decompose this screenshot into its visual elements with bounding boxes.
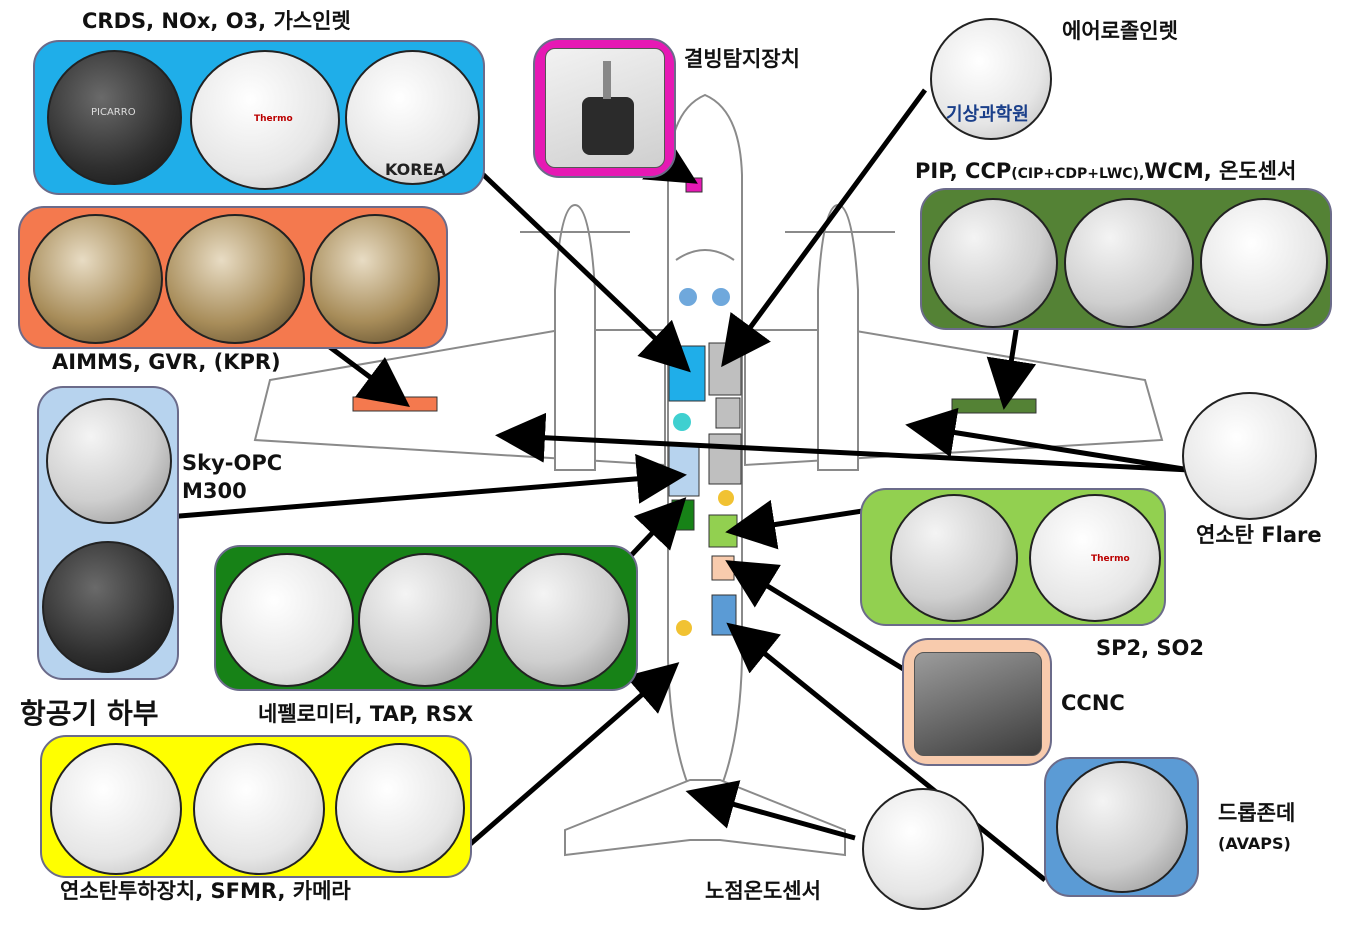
ccnc-photo [914, 652, 1042, 756]
avaps-label: (AVAPS) [1218, 834, 1291, 853]
underside-label: 항공기 하부 [20, 697, 159, 730]
right-wing [744, 329, 1164, 467]
nephelometer-photo [220, 553, 354, 687]
ccp-photo [1064, 198, 1194, 328]
underside-panel [40, 735, 472, 878]
flare-label: 연소탄 Flare [1196, 523, 1322, 547]
skyopc-label-2: M300 [182, 479, 247, 503]
icing-panel [533, 38, 676, 178]
dropsonde-label: 드롭존데 [1218, 801, 1296, 825]
pip-label-b: (CIP+CDP+LWC), [1011, 166, 1145, 182]
wcm-photo [1200, 198, 1328, 326]
korea-text: KOREA [385, 160, 446, 179]
tap-photo [358, 553, 492, 687]
picarro-text: PICARRO [91, 107, 136, 118]
crds-label: CRDS, NOx, O3, 가스인렛 [82, 9, 351, 33]
gvr-photo [165, 214, 305, 344]
tail [564, 779, 846, 857]
aimms-label: AIMMS, GVR, (KPR) [52, 350, 281, 374]
pip-label: PIP, CCP(CIP+CDP+LWC),WCM, 온도센서 [915, 159, 1297, 183]
ccnc-label: CCNC [1061, 691, 1125, 715]
camera-photo [335, 743, 465, 873]
neph-label: 네펠로미터, TAP, RSX [258, 702, 474, 726]
sp2-panel: Thermo [860, 488, 1166, 626]
thermo-text-2: Thermo [1091, 554, 1130, 564]
sp2-label: SP2, SO2 [1096, 636, 1205, 660]
pip-photo [928, 198, 1058, 328]
m300-photo [42, 541, 174, 673]
aerosol-inlet-photo: 기상과학원 [930, 18, 1052, 140]
pip-label-a: PIP, CCP [915, 159, 1012, 183]
kpr-photo [310, 214, 440, 344]
dropsonde-photo [1056, 761, 1188, 893]
so2-photo: Thermo [1029, 494, 1161, 622]
thermo-photo: Thermo [190, 50, 340, 190]
dewpoint-photo [862, 788, 984, 910]
skyopc-panel [37, 386, 179, 680]
left-engine [554, 203, 596, 471]
aimms-panel [18, 206, 448, 349]
aimms-photo [28, 214, 163, 344]
rsx-photo [496, 553, 630, 687]
sfmr-photo [193, 743, 325, 875]
drop-release-label: 연소탄투하장치, SFMR, 카메라 [60, 879, 351, 903]
dropsonde-panel [1044, 757, 1199, 897]
thermo-text-1: Thermo [254, 114, 293, 124]
crds-panel: PICARRO Thermo KOREA [33, 40, 485, 195]
ccnc-panel [902, 638, 1052, 766]
neph-panel [214, 545, 638, 691]
institute-text: 기상과학원 [946, 104, 1029, 125]
picarro-photo: PICARRO [47, 50, 182, 185]
dewpoint-label: 노점온도센서 [705, 879, 821, 903]
skyopc-photo [46, 398, 172, 524]
pip-panel [920, 188, 1332, 330]
flare-release-photo [50, 743, 182, 875]
left-wing [253, 329, 666, 467]
aerosol-inlet-label: 에어로졸인렛 [1062, 19, 1178, 43]
sp2-photo [890, 494, 1018, 622]
gas-inlet-photo: KOREA [345, 50, 480, 185]
icing-photo [545, 48, 665, 168]
skyopc-label-1: Sky-OPC [182, 451, 283, 475]
pip-label-c: WCM, 온도센서 [1144, 159, 1297, 183]
right-engine [817, 203, 859, 471]
flare-photo [1182, 392, 1317, 520]
icing-label: 결빙탐지장치 [684, 47, 800, 71]
